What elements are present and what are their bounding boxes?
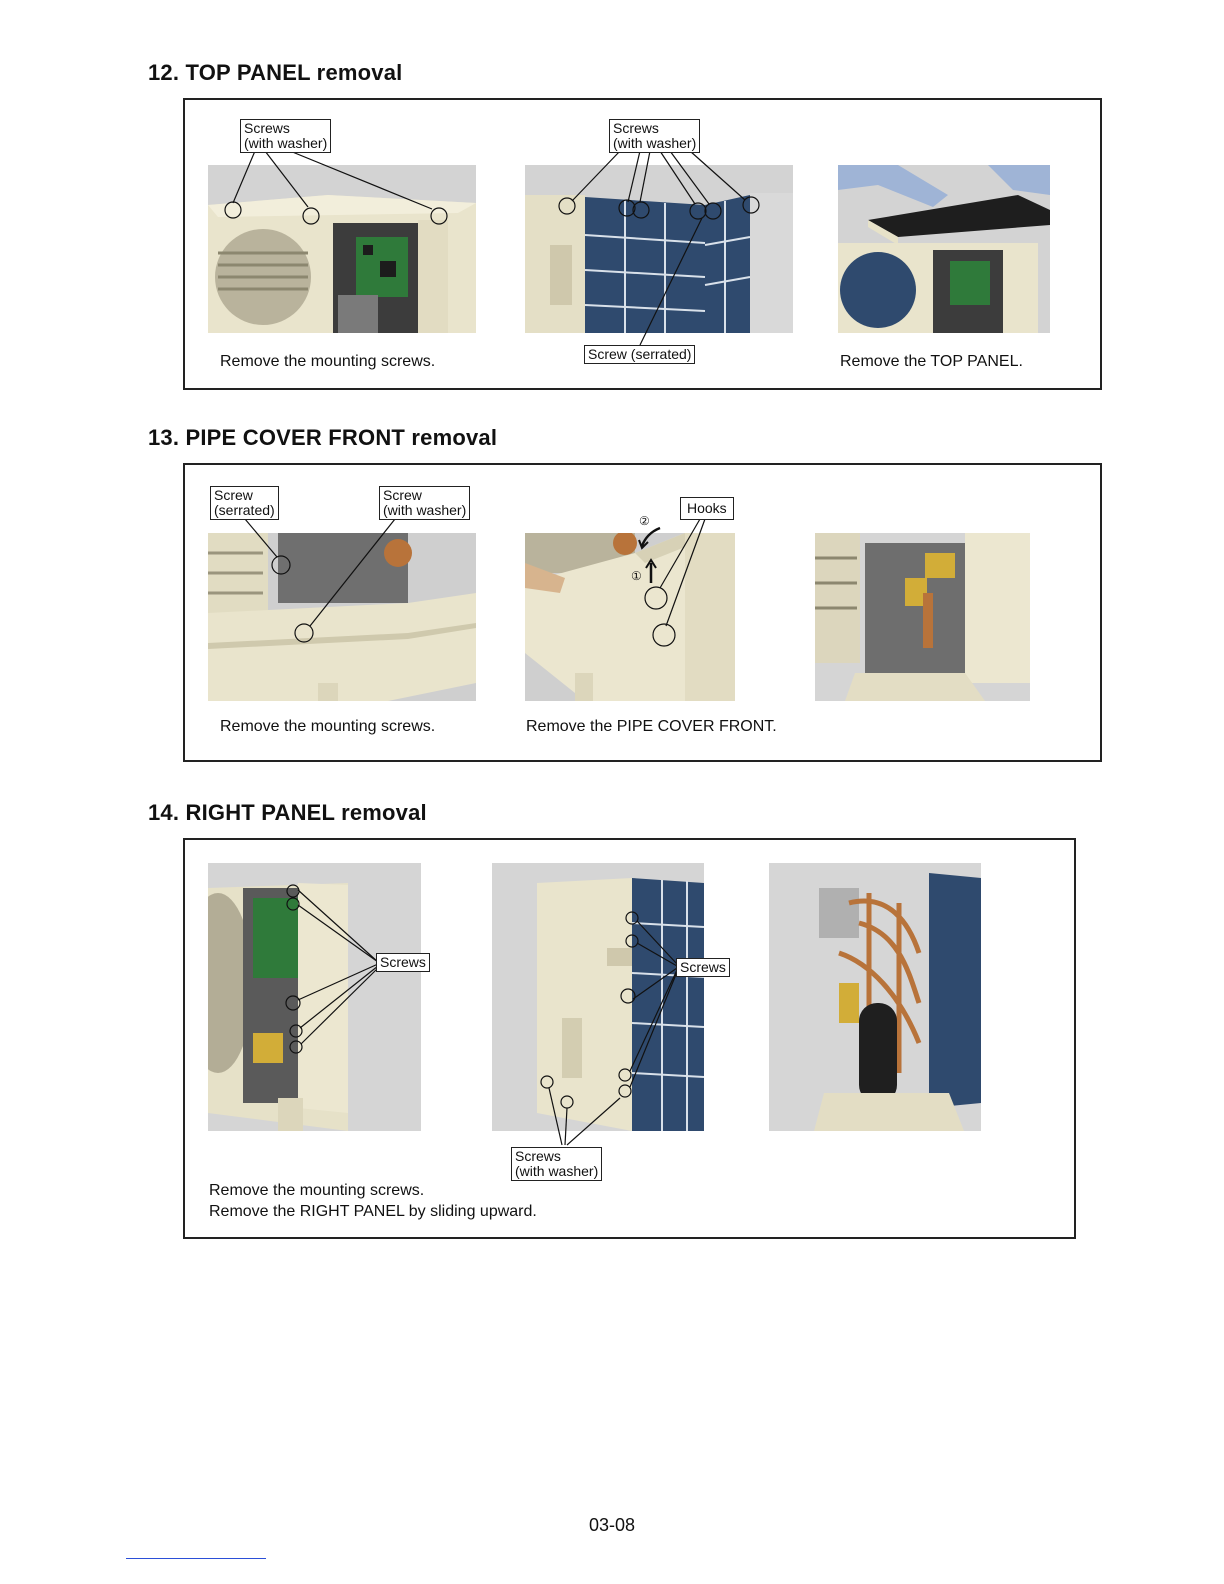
callout-line-1: Screw (serrated) (588, 346, 692, 362)
caption-12-right: Remove the TOP PANEL. (840, 353, 1023, 370)
callout-line-2: (serrated) (214, 502, 275, 518)
callout-screws-left-14: Screws (376, 953, 430, 972)
callout-screws-with-washer-middle: Screws (with washer) (609, 119, 701, 153)
callout-screws-with-washer-left: Screws (with washer) (240, 119, 332, 153)
callout-line-2: (with washer) (613, 135, 697, 151)
photo-pipe-cover-removed (815, 533, 1030, 701)
photo-top-panel-screws-front (208, 165, 476, 333)
caption-12-left: Remove the mounting screws. (220, 353, 436, 370)
photo-right-panel-removed (769, 863, 981, 1131)
footer-link-underline (126, 1558, 266, 1559)
photo-right-panel-screws-front (208, 863, 421, 1131)
callout-line-1: Screws (244, 120, 290, 136)
callout-line-1: Screws (380, 954, 426, 970)
callout-line-1: Screw (383, 487, 422, 503)
callout-screws-with-washer-14: Screws (with washer) (511, 1147, 603, 1181)
callout-line-1: Screw (214, 487, 253, 503)
callout-line-1: Screws (613, 120, 659, 136)
photo-top-panel-screws-rear (525, 165, 793, 333)
callout-hooks: Hooks (680, 497, 734, 520)
section-14-title: 14. RIGHT PANEL removal (148, 800, 427, 825)
photo-pipe-cover-hooks (525, 533, 735, 701)
callout-line-2: (with washer) (515, 1163, 599, 1179)
callout-screw-serrated: Screw (serrated) (584, 345, 696, 364)
section-12-title: 12. TOP PANEL removal (148, 60, 403, 85)
caption-14-line2: Remove the RIGHT PANEL by sliding upward… (209, 1203, 537, 1220)
callout-line-1: Screws (680, 959, 726, 975)
callout-line-2: (with washer) (383, 502, 467, 518)
section-13-title: 13. PIPE COVER FRONT removal (148, 425, 498, 450)
callout-screw-serrated-13: Screw (serrated) (210, 486, 279, 520)
caption-13-middle: Remove the PIPE COVER FRONT. (526, 718, 777, 735)
photo-right-panel-screws-side (492, 863, 704, 1131)
photo-remove-top-panel (838, 165, 1050, 333)
step-1-marker: ① (631, 569, 642, 583)
photo-pipe-cover-screws (208, 533, 476, 701)
page-number: 03-08 (588, 1515, 636, 1535)
caption-14-line1: Remove the mounting screws. (209, 1182, 425, 1199)
step-2-marker: ② (639, 514, 650, 528)
callout-screw-with-washer-13: Screw (with washer) (379, 486, 471, 520)
callout-screws-middle-14: Screws (676, 958, 730, 977)
callout-line-2: (with washer) (244, 135, 328, 151)
callout-line-1: Screws (515, 1148, 561, 1164)
callout-line-1: Hooks (687, 500, 727, 516)
caption-13-left: Remove the mounting screws. (220, 718, 436, 735)
